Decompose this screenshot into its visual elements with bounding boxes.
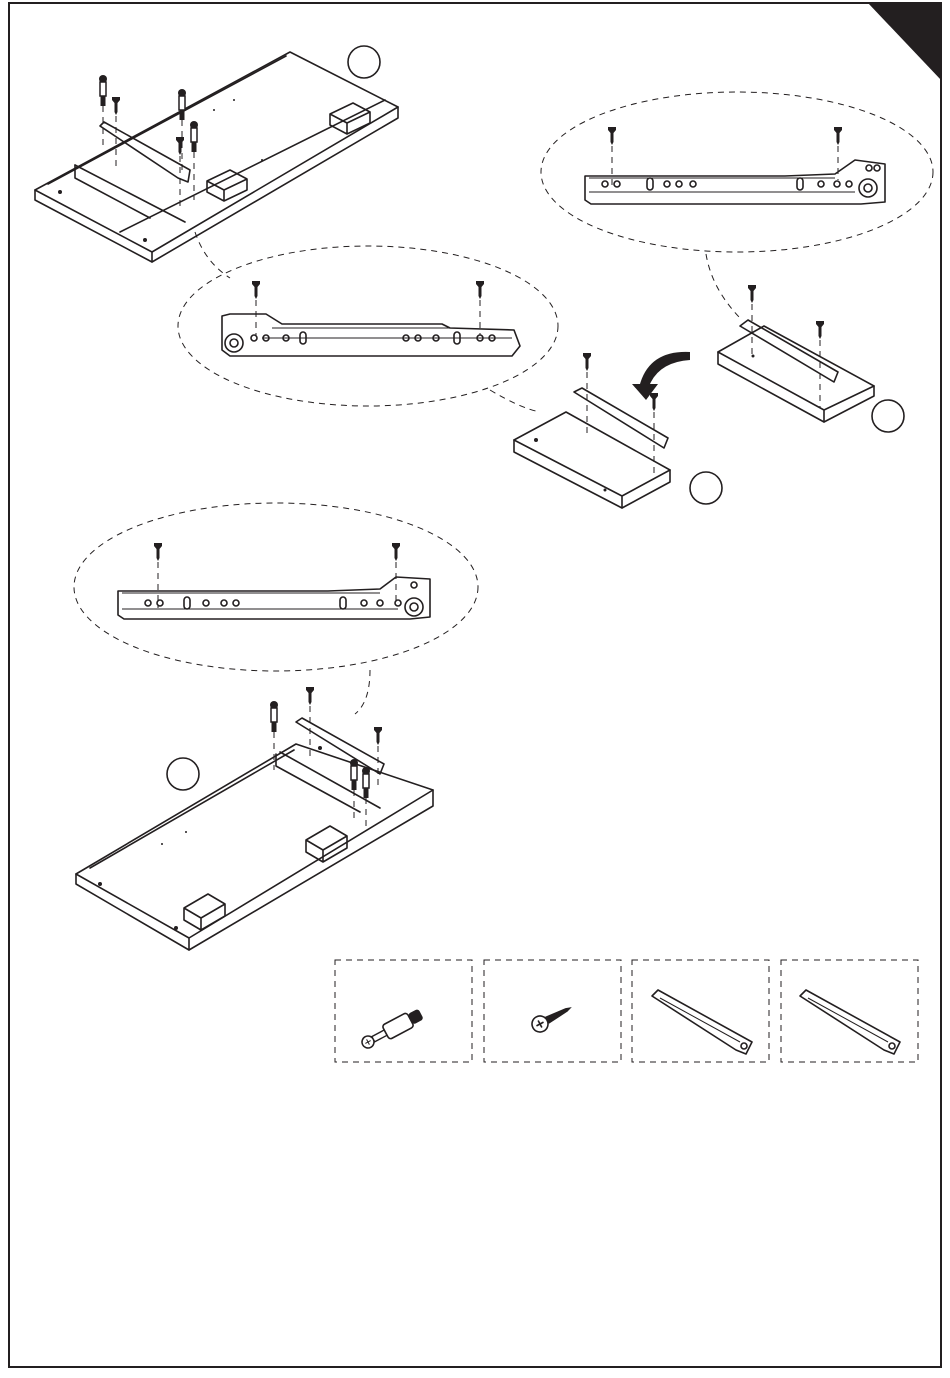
corner-tab (868, 3, 941, 80)
zoom-right-slide-detail (541, 92, 933, 320)
part-cam-dowel (335, 960, 472, 1062)
right-drawer-slide-icon (800, 990, 900, 1054)
part-right-slide (781, 960, 918, 1062)
page-border (9, 3, 941, 1367)
step-2-circle (690, 472, 722, 504)
step-4-drawer-panel (718, 285, 874, 422)
part-left-slide (632, 960, 769, 1062)
step-3-cabinet-frame (76, 687, 433, 950)
part-screw (484, 960, 621, 1062)
screw-icon (529, 1000, 575, 1035)
zoom-left-slide-detail (178, 246, 558, 412)
step-1-cabinet-frame (35, 52, 398, 278)
parts-list (335, 960, 918, 1062)
step-3-circle (167, 758, 199, 790)
left-drawer-slide-icon (652, 990, 752, 1054)
flip-arrow (632, 352, 690, 400)
cam-dowel-icon (359, 1007, 425, 1052)
step-1-circle (348, 46, 380, 78)
step-4-circle (872, 400, 904, 432)
zoom-lower-slide-detail (74, 503, 478, 714)
